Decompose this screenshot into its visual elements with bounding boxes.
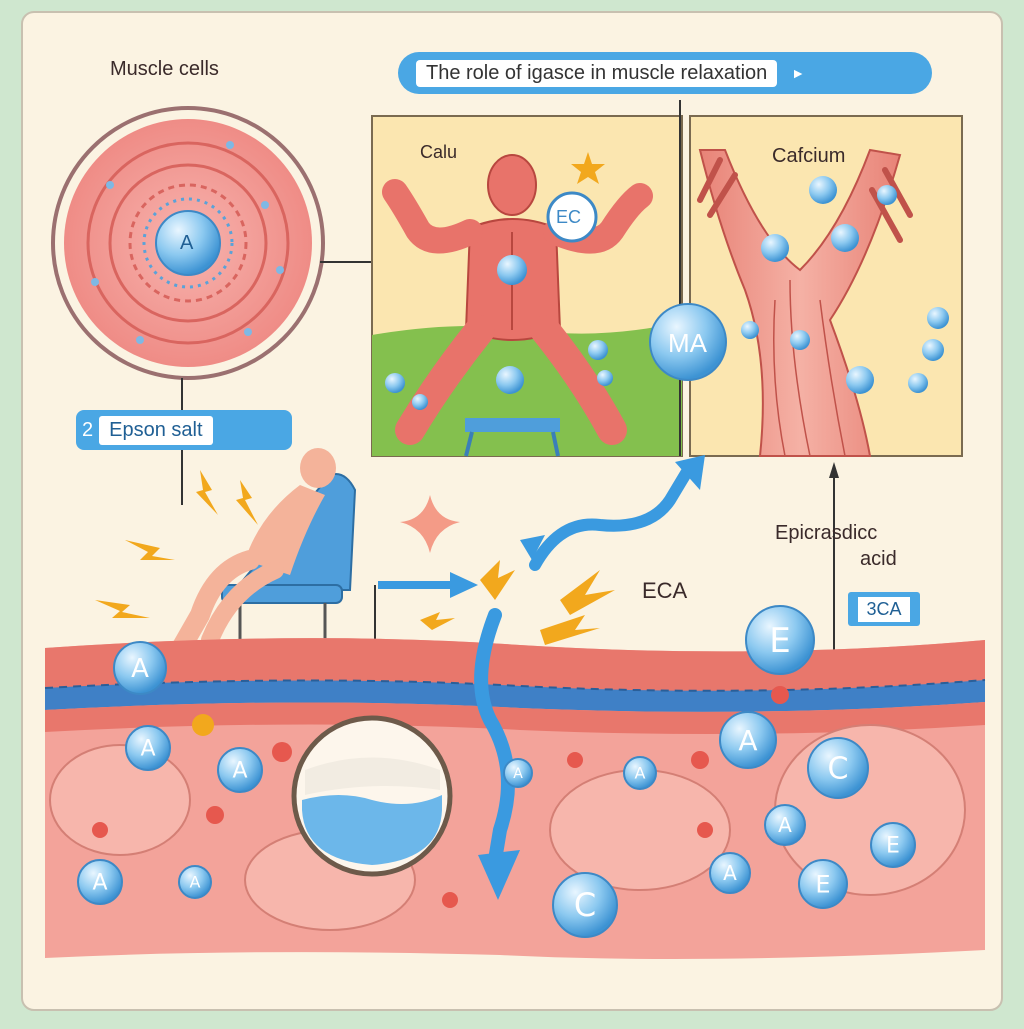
tissue-bubble-text: A [778, 813, 792, 837]
title-banner: The role of igasce in muscle relaxation … [398, 52, 932, 94]
fiber-panel [679, 100, 963, 457]
tissue-bubble-text: A [635, 764, 646, 783]
epsom-number: 2 [82, 418, 94, 441]
cell-center-bubble-text: A [180, 232, 194, 254]
epic-label-line2: acid [860, 548, 897, 570]
banner-text: The role of igasce in muscle relaxation [416, 59, 778, 87]
chevron-right-icon: ► [791, 65, 806, 81]
tissue-bubble [623, 756, 657, 790]
tissue-bubble-text: A [190, 873, 201, 892]
tissue-bubble-text: E [886, 834, 900, 859]
tissue-bubble-text: A [140, 737, 155, 762]
tissue-bubble [178, 865, 212, 899]
tissue-bubble-group: A A A A A E A C A C E A A E A [77, 605, 916, 938]
muscle-cell-icon [51, 106, 325, 380]
tag-3ca-text: 3CA [858, 596, 910, 622]
tissue-bubble [77, 859, 123, 905]
tissue-bubble [552, 872, 618, 938]
diamond-icon [400, 495, 460, 553]
tissue-bubble [807, 737, 869, 799]
arrow-icon [529, 464, 694, 571]
calu-label: Calu [420, 142, 458, 162]
muscle-cells-label: Muscle cells [110, 58, 219, 80]
water-bowl-icon [291, 715, 453, 877]
tissue-bubble [745, 605, 815, 675]
eca-label: ECA [642, 578, 688, 603]
tissue-bubble [503, 758, 533, 788]
tissue-bubble-text: A [92, 871, 107, 896]
tissue-bubble [217, 747, 263, 793]
tissue-bubble-text: A [131, 654, 149, 684]
tissue-bubble [798, 859, 848, 909]
tissue-bubble [764, 804, 806, 846]
tissue-bubble-text: A [738, 724, 757, 757]
tissue-bubble-text: E [815, 870, 830, 898]
epsom-salt-tag: 2 Epson salt [76, 410, 292, 450]
ec-bubble [546, 191, 598, 243]
star-icon [571, 152, 605, 184]
tissue-bubble [709, 852, 751, 894]
tissue-bubble-text: A [232, 759, 247, 784]
ma-bubble-text: MA [668, 328, 707, 358]
tissue-bubble [719, 711, 777, 769]
tissue-bubble [870, 822, 916, 868]
ma-bubble [649, 303, 727, 381]
flexing-panel [371, 115, 683, 457]
tissue-bubble-text: A [513, 766, 523, 782]
epsom-text: Epson salt [99, 415, 213, 445]
tissue-bubble [125, 725, 171, 771]
spark-icon [95, 470, 615, 645]
tissue-layer [44, 638, 986, 959]
tissue-bubble-text: C [828, 752, 849, 787]
tissue-bubble-text: A [723, 861, 737, 885]
ec-bubble-text: EC [556, 207, 582, 227]
calcium-label: Cafcium [772, 145, 846, 167]
epic-label-line1: Epicrasdicc [775, 522, 878, 544]
tag-3ca: 3CA [848, 592, 920, 626]
tissue-bubble-text: E [769, 621, 790, 661]
reclining-person-icon [170, 448, 357, 660]
tissue-bubble [113, 641, 167, 695]
tissue-bubble-text: C [574, 886, 596, 924]
